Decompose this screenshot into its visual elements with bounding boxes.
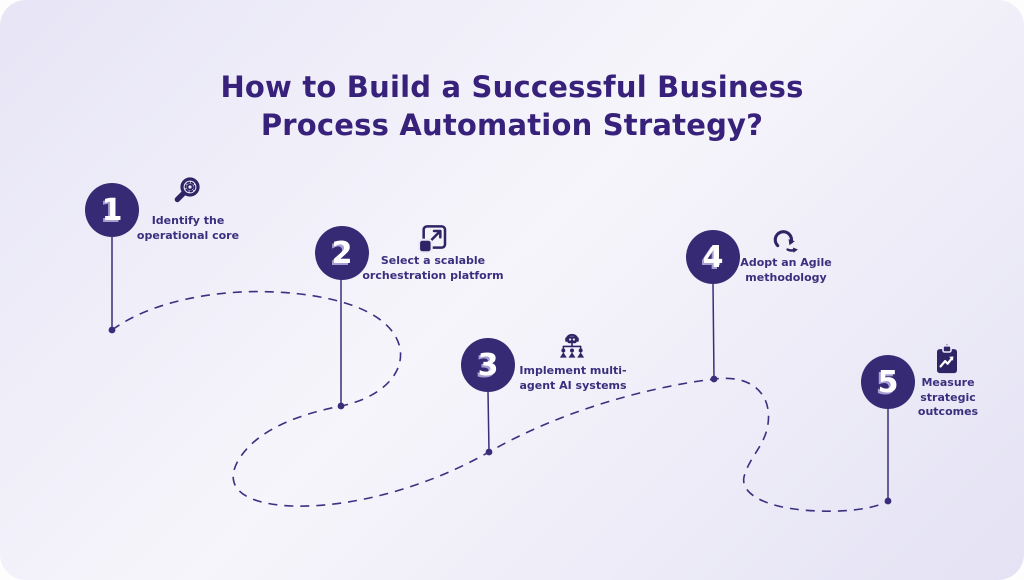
step-1-label: Identify the operational core xyxy=(137,214,239,243)
step-2-label-line: Select a scalable xyxy=(380,254,486,267)
step-3-label: Implement multi- agent AI systems xyxy=(519,364,626,393)
dashed-journey-path xyxy=(111,290,889,512)
step-4-circle: 4 xyxy=(686,230,740,284)
dot-step-5 xyxy=(884,497,892,505)
clipboard-chart-icon xyxy=(937,344,957,374)
step-4-label-line: Adopt an Agile xyxy=(740,256,832,269)
step-stems xyxy=(111,237,889,501)
dot-step-1 xyxy=(108,326,116,334)
step-2-number: 2 xyxy=(331,235,353,271)
step-5-number: 5 xyxy=(877,364,899,400)
step-3-label-line: agent AI systems xyxy=(519,378,627,392)
step-2-circle: 2 xyxy=(315,226,369,280)
step-5-label-line: strategic xyxy=(920,390,976,404)
step-4-label: Adopt an Agile methodology xyxy=(740,256,831,285)
step-3-circle: 3 xyxy=(461,338,515,392)
step-3-label-line: Implement multi- xyxy=(519,364,627,377)
multi-agent-robot-icon xyxy=(559,333,585,358)
step-5-label-line: outcomes xyxy=(917,405,979,418)
page-title: How to Build a Successful Business Proce… xyxy=(0,68,1024,144)
step-3-number: 3 xyxy=(477,347,499,383)
step-1-circle: 1 xyxy=(85,183,139,237)
step-1-number: 1 xyxy=(101,192,123,228)
step-dots xyxy=(108,326,892,505)
dot-step-2 xyxy=(337,402,345,410)
stem-step-3 xyxy=(487,391,490,453)
magnifier-gear-icon xyxy=(174,177,200,203)
step-5-circle: 5 xyxy=(861,355,915,409)
dot-step-3 xyxy=(485,448,493,456)
step-1-label-line: Identify the xyxy=(151,214,225,227)
step-2-label: Select a scalable orchestration platform xyxy=(362,254,503,283)
scale-expand-icon xyxy=(417,225,447,254)
step-5-label: Measure strategic outcomes xyxy=(918,376,978,420)
step-4-number: 4 xyxy=(702,239,724,275)
agile-loop-icon xyxy=(773,230,798,253)
page-title-line1: How to Build a Successful Business xyxy=(220,70,804,104)
page-title-line2: Process Automation Strategy? xyxy=(260,108,764,142)
dot-step-4 xyxy=(710,375,718,383)
step-5-label-line: Measure xyxy=(921,376,975,389)
step-1-label-line: operational core xyxy=(136,228,240,242)
step-4-label-line: methodology xyxy=(745,270,827,284)
step-2-label-line: orchestration platform xyxy=(362,268,504,282)
stem-step-4 xyxy=(712,283,715,380)
